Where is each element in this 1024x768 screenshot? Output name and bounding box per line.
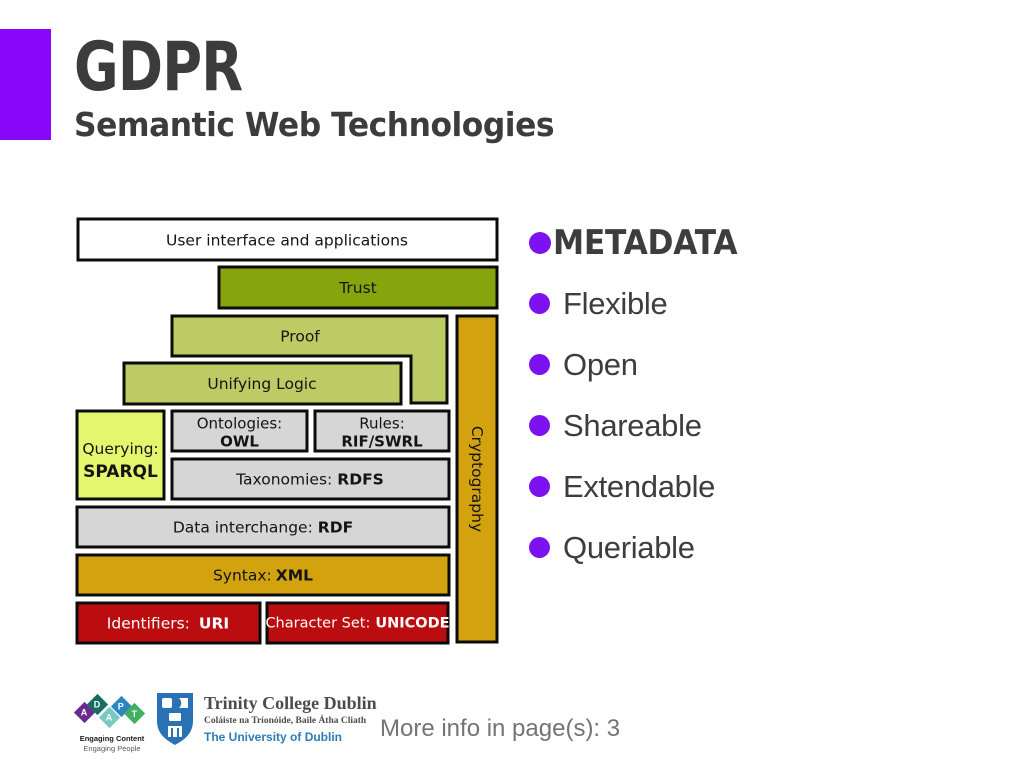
- identifiers-label: Identifiers: URI: [107, 615, 229, 633]
- adapt-letter: A: [81, 707, 88, 718]
- syntax-value-text: XML: [276, 567, 313, 585]
- adapt-tagline: Engaging Content: [79, 734, 145, 743]
- list-item: Open: [529, 334, 949, 395]
- unifying-logic-box: [122, 361, 403, 406]
- charset-label: Character Set: UNICODE: [265, 616, 449, 632]
- trust-label: Trust: [338, 279, 377, 297]
- cryptography-bar: [455, 314, 499, 644]
- data-interchange-label-text: Data interchange:: [173, 519, 313, 537]
- taxonomies-value-text: RDFS: [337, 471, 384, 489]
- bullet-icon: [529, 293, 550, 314]
- ui-layer-box: [76, 217, 499, 262]
- unifying-logic-label: Unifying Logic: [207, 375, 316, 393]
- data-interchange-rdf-box: [75, 505, 451, 549]
- rules-value: RIF/SWRL: [341, 433, 423, 451]
- proof-layer-box: [170, 314, 449, 405]
- trust-layer-box: [217, 265, 499, 310]
- data-interchange-value-text: RDF: [318, 519, 353, 537]
- charset-value-text: UNICODE: [375, 616, 449, 632]
- list-item: Shareable: [529, 395, 949, 456]
- trinity-irish-name: Coláiste na Tríonóide, Baile Átha Cliath: [204, 716, 367, 726]
- charset-label-text: Character Set:: [265, 616, 370, 632]
- rules-rif-swrl-box: [313, 409, 451, 453]
- bullet-icon: [529, 476, 550, 497]
- adapt-tagline: Engaging People: [83, 744, 141, 753]
- data-interchange-label: Data interchange: RDF: [173, 519, 353, 537]
- ui-layer-label: User interface and applications: [166, 232, 408, 250]
- ontologies-label: Ontologies:: [197, 415, 283, 433]
- bullet-label: Open: [563, 346, 638, 382]
- bullet-label: METADATA: [553, 222, 738, 263]
- identifiers-uri-box: [75, 601, 262, 645]
- ontologies-owl-box: [170, 409, 309, 453]
- trinity-name: Trinity College Dublin: [204, 693, 377, 713]
- bullet-icon: [529, 354, 550, 375]
- identifiers-label-text: Identifiers:: [107, 615, 190, 633]
- adapt-logo: A D A P T Engaging Content Engaging Peop…: [73, 693, 149, 755]
- list-item: METADATA: [529, 212, 949, 273]
- taxonomies-rdfs-box: [170, 457, 451, 501]
- bullet-icon: [529, 231, 551, 254]
- list-item: Flexible: [529, 273, 949, 334]
- bullet-label: Queriable: [563, 529, 695, 565]
- page-title: GDPR: [74, 28, 243, 107]
- bullet-label: Extendable: [563, 468, 716, 504]
- accent-bar: [0, 29, 51, 140]
- page-subtitle: Semantic Web Technologies: [74, 105, 555, 144]
- list-item: Queriable: [529, 517, 949, 578]
- bullet-label: Flexible: [563, 285, 668, 321]
- querying-sparql-box: [75, 409, 166, 501]
- querying-label: Querying:: [82, 440, 158, 458]
- adapt-letter: T: [131, 708, 138, 719]
- rules-label: Rules:: [359, 415, 405, 433]
- proof-label: Proof: [280, 328, 320, 346]
- trinity-university-line: The University of Dublin: [204, 730, 343, 744]
- taxonomies-label: Taxonomies: RDFS: [235, 471, 384, 489]
- trinity-shield-icon: [157, 693, 193, 745]
- adapt-letter: D: [94, 699, 101, 710]
- ontologies-value: OWL: [220, 433, 259, 451]
- cryptography-label: Cryptography: [468, 426, 486, 532]
- more-info-note: More info in page(s): 3: [380, 715, 621, 742]
- adapt-letter: A: [106, 712, 113, 723]
- syntax-label-text: Syntax:: [213, 567, 272, 585]
- trinity-logo-text: Trinity College Dublin Coláiste na Tríon…: [204, 694, 377, 744]
- charset-unicode-box: [265, 601, 450, 645]
- adapt-letter: P: [118, 701, 125, 712]
- querying-value: SPARQL: [83, 462, 158, 482]
- bullet-icon: [529, 415, 550, 436]
- syntax-label: Syntax:XML: [213, 567, 313, 585]
- syntax-xml-box: [75, 553, 451, 597]
- taxonomies-label-text: Taxonomies:: [235, 471, 332, 489]
- bullet-list: METADATA Flexible Open Shareable Extenda…: [529, 212, 949, 578]
- list-item: Extendable: [529, 456, 949, 517]
- bullet-icon: [529, 537, 550, 558]
- bullet-label: Shareable: [563, 407, 702, 443]
- identifiers-value-text: URI: [199, 615, 229, 633]
